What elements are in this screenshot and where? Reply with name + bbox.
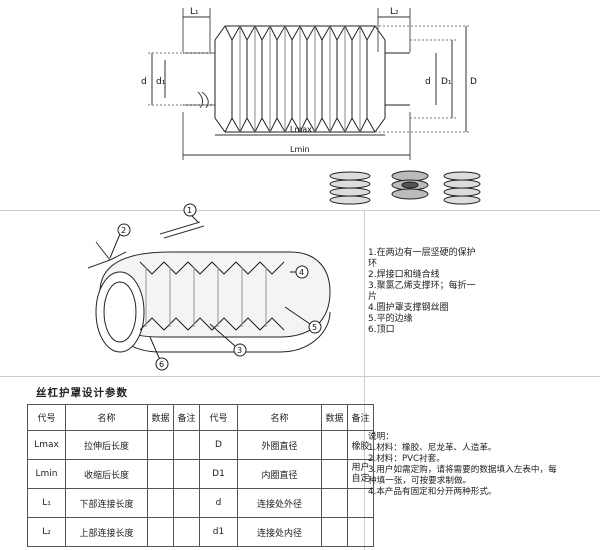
bellows-variant-3: [443, 171, 481, 205]
header-data: 数据: [321, 404, 348, 431]
structure-note: 3.聚氯乙烯支撑环；每折一: [368, 281, 476, 291]
remark-line: 说明：: [368, 432, 394, 442]
structure-note: 5.平的边缘: [368, 314, 413, 324]
structure-note: 4.圆护罩支撑钢丝圈: [368, 303, 449, 313]
cell-name: 连接处内径: [237, 517, 322, 547]
header-code: 代号: [27, 404, 66, 431]
cell-data[interactable]: [147, 430, 174, 460]
cell-name: 外圈直径: [237, 430, 322, 460]
label-D: D: [470, 77, 477, 87]
cell-remark: [347, 517, 374, 547]
table-row: L₁ 下部连接长度 d 连接处外径: [27, 488, 374, 518]
structure-note: 片: [368, 292, 378, 302]
structure-note: 2.焊接口和缝合线: [368, 270, 440, 280]
callout-5: [308, 320, 322, 334]
cell-data[interactable]: [147, 488, 174, 518]
callout-4: [295, 265, 309, 279]
label-Lmin: Lmin: [290, 145, 310, 154]
cell-remark: [173, 488, 200, 518]
cell-code: d: [199, 488, 238, 518]
cell-code: Lmax: [27, 430, 66, 460]
cell-remark: [173, 430, 200, 460]
table-title: 丝杠护罩设计参数: [36, 387, 128, 399]
callout-2-label: 2: [121, 226, 126, 235]
table-row: Lmax 拉伸后长度 D 外圈直径 橡胶: [27, 430, 374, 460]
label-L2: L₂: [390, 7, 399, 17]
table-header-row: 代号 名称 数据 备注 代号 名称 数据 备注: [27, 404, 374, 431]
cell-data[interactable]: [147, 517, 174, 547]
cell-remark: [173, 517, 200, 547]
cell-data[interactable]: [321, 488, 348, 518]
callout-6: [155, 357, 169, 371]
callout-1-label: 1: [187, 206, 192, 215]
cell-code: Lmin: [27, 459, 66, 489]
header-remark: 备注: [173, 404, 200, 431]
structure-note: 6.顶口: [368, 325, 395, 335]
cell-data[interactable]: [321, 459, 348, 489]
divider-top: [0, 210, 600, 211]
remark-line: 1.材料：橡胶、尼龙革、人造革。: [368, 443, 497, 453]
callout-1: [183, 203, 197, 217]
label-Lmax: Lmax: [290, 125, 312, 134]
header-name: 名称: [65, 404, 148, 431]
remarks: 说明： 1.材料：橡胶、尼龙革、人造革。 2.材料：PVC衬套。 3.用户如需定…: [368, 432, 596, 498]
cell-code: L₁: [27, 488, 66, 518]
cell-name: 内圈直径: [237, 459, 322, 489]
cell-remark: [173, 459, 200, 489]
remark-line: 2.材料：PVC衬套。: [368, 454, 445, 464]
remark-line: 种填一张，可按要求制做。: [368, 476, 472, 486]
remark-line: 3.用户如需定购，请将需要的数据填入左表中，每: [368, 465, 557, 475]
cell-data[interactable]: [321, 517, 348, 547]
header-code: 代号: [199, 404, 238, 431]
structure-notes: 1.在两边有一层坚硬的保护 环 2.焊接口和缝合线 3.聚氯乙烯支撑环；每折一 …: [368, 248, 594, 336]
cell-data[interactable]: [321, 430, 348, 460]
callout-3-label: 3: [237, 346, 242, 355]
cell-code: L₂: [27, 517, 66, 547]
divider-middle: [0, 376, 600, 377]
cell-name: 连接处外径: [237, 488, 322, 518]
remark-line: 4.本产品有固定和分开两种形式。: [368, 487, 497, 497]
design-parameters-table: 代号 名称 数据 备注 代号 名称 数据 备注 Lmax 拉伸后长度 D 外圈直…: [27, 404, 374, 547]
cell-data[interactable]: [147, 459, 174, 489]
cell-code: D1: [199, 459, 238, 489]
bellows-dimension-drawing: L₁ L₂ d d₁ d D₁ D Lmax Lmin: [141, 7, 481, 205]
cell-code: D: [199, 430, 238, 460]
callout-6-label: 6: [159, 360, 164, 369]
bellows-variant-1: [329, 171, 371, 205]
divider-vertical: [364, 210, 365, 550]
label-d1-left: d₁: [156, 77, 166, 87]
cell-code: d1: [199, 517, 238, 547]
label-d-left: d: [141, 77, 147, 87]
header-name: 名称: [237, 404, 322, 431]
structure-note: 环: [368, 259, 378, 269]
cell-name: 上部连接长度: [65, 517, 148, 547]
cell-remark: 用户自定: [347, 459, 374, 489]
label-D1: D₁: [441, 77, 452, 87]
label-d-right: d: [425, 77, 431, 87]
table-row: L₂ 上部连接长度 d1 连接处内径: [27, 517, 374, 547]
structure-note: 1.在两边有一层坚硬的保护: [368, 248, 476, 258]
cell-name: 收缩后长度: [65, 459, 148, 489]
table-row: Lmin 收缩后长度 D1 内圈直径 用户自定: [27, 459, 374, 489]
bellows-structure-illustration: 1 2 3 4 5 6: [87, 203, 331, 371]
callout-5-label: 5: [312, 323, 317, 332]
cell-name: 下部连接长度: [65, 488, 148, 518]
callout-2: [117, 223, 131, 237]
header-data: 数据: [147, 404, 174, 431]
header-remark: 备注: [347, 404, 374, 431]
bellows-variant-2: [391, 170, 429, 200]
callout-4-label: 4: [299, 268, 304, 277]
callout-3: [233, 343, 247, 357]
cell-name: 拉伸后长度: [65, 430, 148, 460]
label-L1: L₁: [190, 7, 199, 17]
